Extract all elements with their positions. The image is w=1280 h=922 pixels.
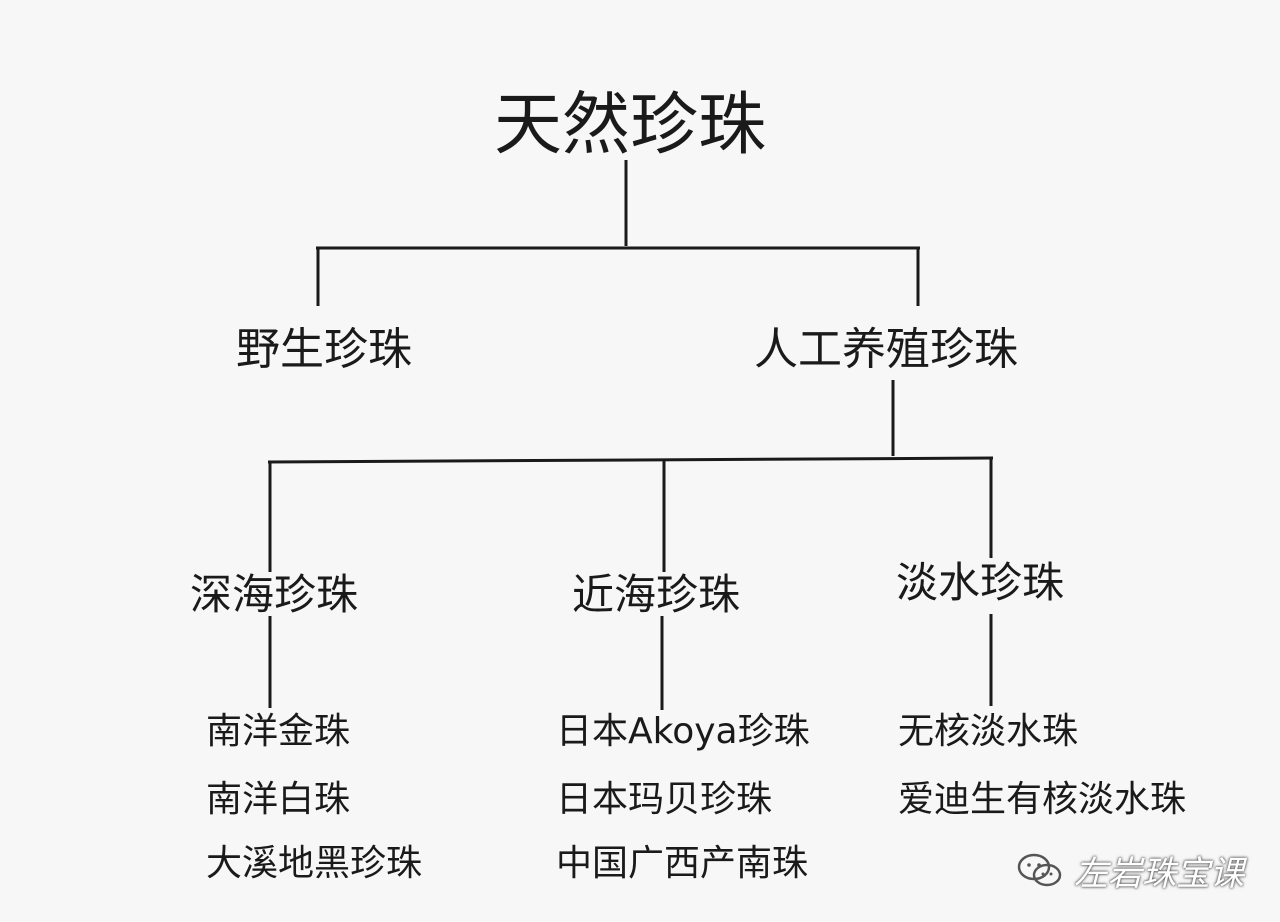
connector-level2-bar (267, 456, 994, 464)
node-freshwater-pearl: 淡水珍珠 (892, 562, 1069, 604)
leaf-tahitian-black: 大溪地黑珍珠 (206, 843, 423, 884)
watermark: 左岩珠宝课 (1016, 846, 1244, 895)
leaf-mabe: 日本玛贝珍珠 (556, 779, 773, 820)
node-coastal-pearl: 近海珍珠 (568, 574, 745, 616)
leaf-south-sea-white: 南洋白珠 (206, 779, 351, 820)
leaf-edison-nucleated-freshwater: 爱迪生有核淡水珠 (898, 779, 1187, 820)
wechat-icon (1016, 852, 1064, 890)
leaf-akoya: 日本Akoya珍珠 (556, 711, 810, 752)
node-deep-sea-pearl: 深海珍珠 (186, 574, 363, 616)
root-node-natural-pearl: 天然珍珠 (490, 92, 771, 160)
leaf-south-sea-gold: 南洋金珠 (206, 711, 351, 752)
node-cultured-pearl: 人工养殖珍珠 (750, 328, 1022, 372)
leaf-non-nucleated-freshwater: 无核淡水珠 (898, 711, 1079, 752)
node-wild-pearl: 野生珍珠 (232, 328, 416, 372)
watermark-text: 左岩珠宝课 (1074, 854, 1244, 894)
leaf-guangxi-south-pearl: 中国广西产南珠 (556, 843, 809, 884)
